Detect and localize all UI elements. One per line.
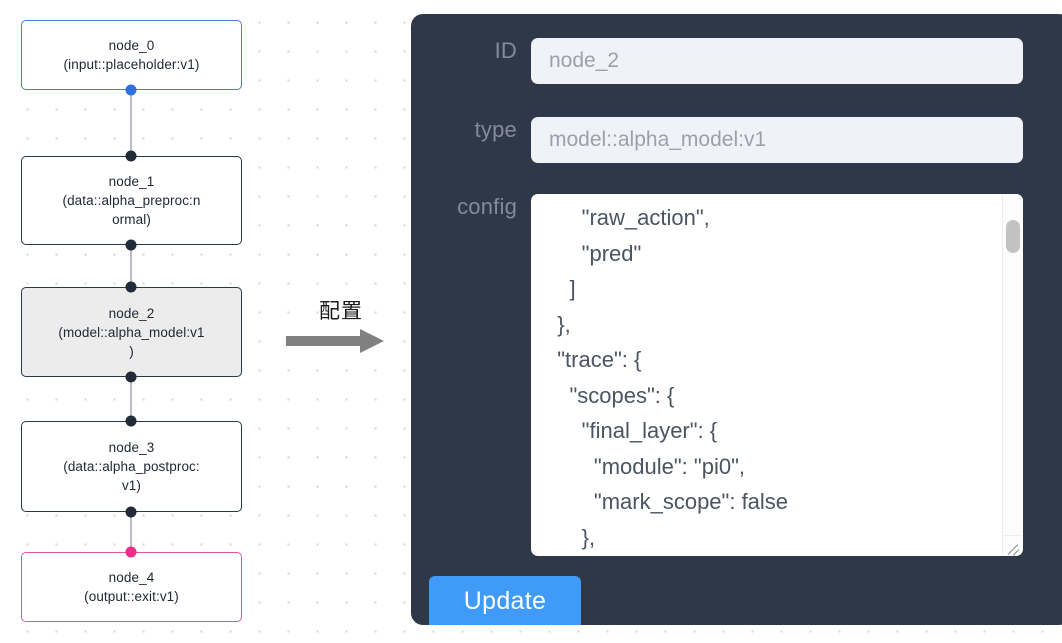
field-row-type: type [423, 117, 1023, 163]
annotation-arrow-group: 配置 [286, 298, 396, 354]
graph-node-node_3[interactable]: node_3 (data::alpha_postproc: v1) [21, 421, 242, 512]
graph-node-label: node_3 (data::alpha_postproc: v1) [63, 440, 200, 493]
node-handle-target-node_3[interactable] [125, 415, 137, 427]
config-field-label: config [457, 194, 517, 219]
node-inspector-panel: ID type config "raw_action", "pred" ] },… [411, 14, 1062, 625]
graph-node-label: node_4 (output::exit:v1) [84, 570, 179, 604]
node-handle-source-node_1[interactable] [125, 239, 137, 251]
graph-node-node_0[interactable]: node_0 (input::placeholder:v1) [21, 20, 242, 90]
node-handle-target-node_4[interactable] [125, 546, 137, 558]
type-input[interactable] [531, 117, 1023, 163]
config-editor[interactable]: "raw_action", "pred" ] }, "trace": { "sc… [531, 194, 1023, 556]
config-textarea[interactable]: "raw_action", "pred" ] }, "trace": { "sc… [531, 194, 1003, 556]
arrow-right-icon [286, 328, 396, 354]
node-handle-source-node_0[interactable] [125, 84, 137, 96]
graph-node-label: node_0 (input::placeholder:v1) [63, 38, 200, 72]
update-button[interactable]: Update [429, 576, 581, 625]
config-scrollbar[interactable] [1002, 194, 1023, 536]
resize-handle-icon[interactable] [1002, 535, 1022, 555]
field-row-config: config "raw_action", "pred" ] }, "trace"… [423, 194, 1023, 556]
edge-node2-node3 [130, 377, 132, 421]
edge-node0-node1 [130, 90, 132, 156]
edge-node1-node2 [130, 245, 132, 287]
graph-node-label: node_1 (data::alpha_preproc:n ormal) [62, 174, 201, 227]
node-handle-source-node_3[interactable] [125, 506, 137, 518]
id-field-label: ID [494, 38, 517, 63]
node-handle-target-node_1[interactable] [125, 150, 137, 162]
field-row-id: ID [423, 38, 1023, 84]
edge-node3-node4 [130, 512, 132, 552]
graph-node-node_4[interactable]: node_4 (output::exit:v1) [21, 552, 242, 622]
graph-node-label: node_2 (model::alpha_model:v1 ) [58, 305, 205, 359]
type-field-label: type [474, 117, 517, 142]
annotation-label: 配置 [319, 299, 363, 323]
graph-node-node_1[interactable]: node_1 (data::alpha_preproc:n ormal) [21, 156, 242, 245]
id-input[interactable] [531, 38, 1023, 84]
node-handle-target-node_2[interactable] [125, 281, 137, 293]
node-handle-source-node_2[interactable] [125, 371, 137, 383]
graph-node-node_2[interactable]: node_2 (model::alpha_model:v1 ) [21, 287, 242, 377]
config-scrollbar-thumb[interactable] [1006, 220, 1020, 253]
